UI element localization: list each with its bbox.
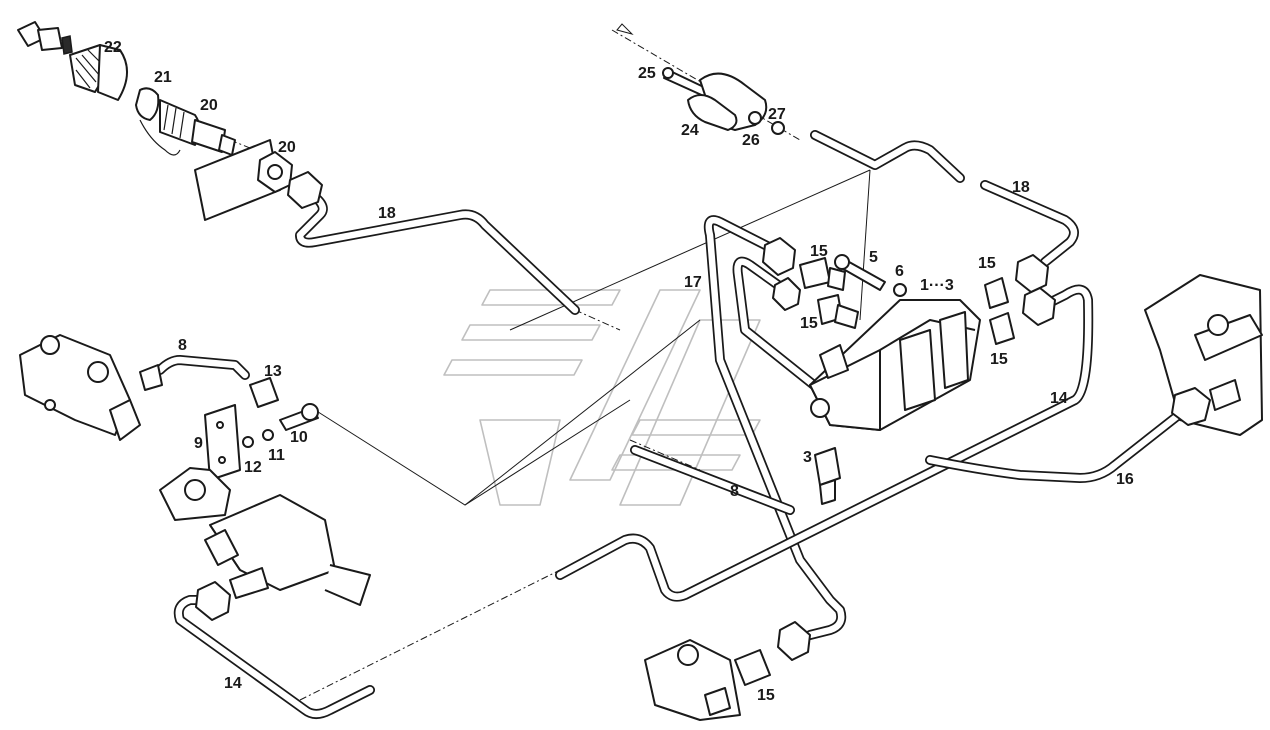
label-24: 24	[681, 122, 699, 139]
clamp-assembly	[662, 67, 785, 135]
label-21: 21	[154, 69, 172, 86]
bracket-assembly	[204, 377, 319, 481]
label-26: 26	[742, 132, 760, 149]
pipes	[155, 130, 1190, 719]
label-15-right-top: 15	[978, 255, 996, 272]
label-18-right: 18	[1012, 179, 1030, 196]
lower-left-cylinder	[159, 467, 371, 621]
label-15-left: 15	[800, 315, 818, 332]
left-valve-block	[19, 334, 163, 441]
label-15-bottom: 15	[757, 687, 775, 704]
label-9: 9	[194, 435, 203, 452]
label-6: 6	[895, 263, 904, 280]
label-15-right-bottom: 15	[990, 351, 1008, 368]
label-13: 13	[264, 363, 282, 380]
label-27: 27	[768, 106, 786, 123]
label-22: 22	[104, 39, 122, 56]
label-10: 10	[290, 429, 308, 446]
bottom-block	[644, 621, 811, 721]
label-1-3: 1···3	[920, 277, 954, 294]
label-17: 17	[684, 274, 702, 291]
label-8-middle: 8	[730, 483, 739, 500]
label-14-left: 14	[224, 675, 242, 692]
label-5: 5	[869, 249, 878, 266]
right-block	[1144, 274, 1263, 436]
coupling-assembly	[17, 21, 323, 221]
label-20-lower: 20	[278, 139, 296, 156]
label-8-left: 8	[178, 337, 187, 354]
label-20-upper: 20	[200, 97, 218, 114]
label-16: 16	[1116, 471, 1134, 488]
label-25: 25	[638, 65, 656, 82]
label-14-right: 14	[1050, 390, 1068, 407]
label-12: 12	[244, 459, 262, 476]
label-3: 3	[803, 449, 812, 466]
label-18-left: 18	[378, 205, 396, 222]
part-labels: 22 21 20 20 18 18 25 24 26 27 17 15 5 6 …	[104, 39, 1134, 704]
brake-valve	[762, 237, 1056, 505]
label-15-top: 15	[810, 243, 828, 260]
label-11: 11	[268, 447, 285, 464]
